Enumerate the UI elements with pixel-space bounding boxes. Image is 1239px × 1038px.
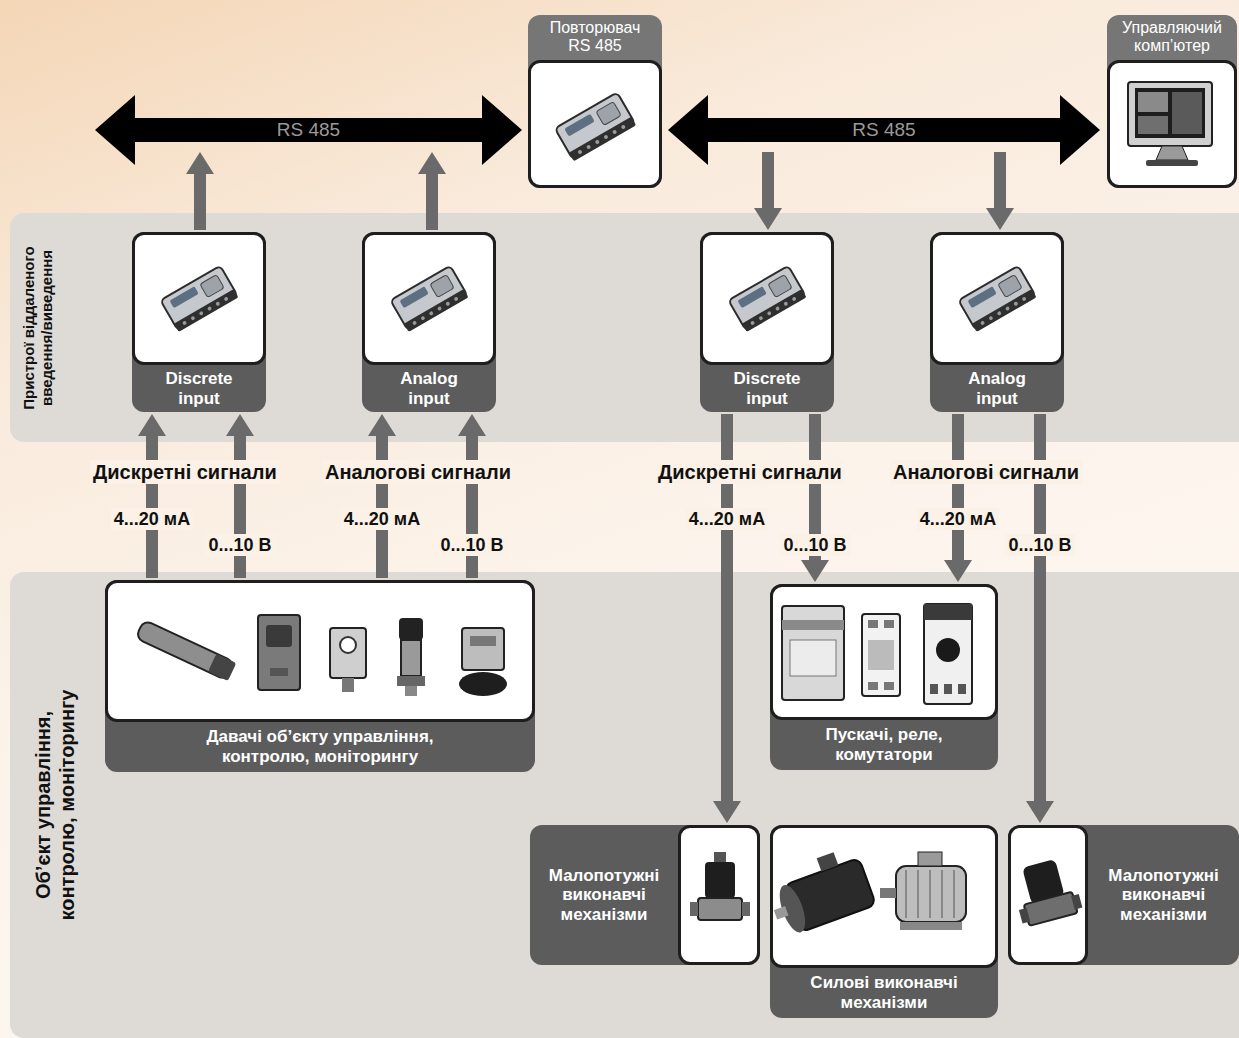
box-caption: Давачі об’єкту управління, контролю, мон… [170,722,470,772]
image-panel [770,825,998,968]
signal-range: 4...20 мА [686,508,768,530]
bus-label: RS 485 [277,119,340,141]
box-title: Управляючий комп’ютер [1107,15,1237,60]
box-caption: Малопотужні виконавчі механізми [1088,860,1239,931]
image-panel [1107,60,1237,188]
image-panel [105,580,535,722]
image-panel [770,584,998,720]
rs485-bus: RS 485 [95,95,522,165]
actuator-box: Малопотужні виконавчі механізми [1008,825,1239,965]
signal-range: 0...10 В [205,534,274,556]
signal-range: 4...20 мА [917,508,999,530]
io-module-box: Analog input [930,232,1064,412]
bus-label-area: RS 485 [668,95,1100,165]
band-title: Об’єкт управління, контролю, моніторингу [31,665,79,945]
box-caption: Analog input [362,365,496,412]
bus-arrow-body [95,95,522,165]
rs485-bus: RS 485 [668,95,1100,165]
band-title: Пристрої віддаленого введення/виведення [20,228,56,428]
bus-arrow-body [668,95,1100,165]
io-module-box: Discrete input [132,232,266,412]
signal-range: 0...10 В [780,534,849,556]
image-panel [132,232,266,365]
box-caption: Пускачі, реле, комутатори [789,720,979,770]
power-actuator-box: Силові виконавчі механізми [770,825,998,1018]
caption-area: Малопотужні виконавчі механізми [1088,825,1239,965]
actuator-box: Малопотужні виконавчі механізми [530,825,760,965]
box-caption: Малопотужні виконавчі механізми [530,860,678,931]
box-caption: Analog input [930,365,1064,412]
image-panel [528,60,662,188]
computer-box: Управляючий комп’ютер [1107,15,1237,188]
repeater-box: Повторювач RS 485 [528,15,662,188]
image-panel [930,232,1064,365]
signal-range: 4...20 мА [111,508,193,530]
box-title: Повторювач RS 485 [528,15,662,60]
signal-group: Аналогові сигнали [322,460,514,484]
bus-label: RS 485 [852,119,915,141]
box-caption: Discrete input [700,365,834,412]
image-panel [678,825,760,965]
signal-range: 0...10 В [437,534,506,556]
image-panel [700,232,834,365]
signal-group: Дискретні сигнали [655,460,845,484]
signal-group: Аналогові сигнали [890,460,1082,484]
io-module-box: Analog input [362,232,496,412]
box-caption: Силові виконавчі механізми [789,968,979,1018]
bus-label-area: RS 485 [95,95,522,165]
io-band: Пристрої віддаленого введення/виведенняD… [10,213,1239,442]
box-caption: Discrete input [132,365,266,412]
signal-range: 0...10 В [1005,534,1074,556]
image-panel [362,232,496,365]
caption-area: Малопотужні виконавчі механізми [530,825,678,965]
sensors-box: Давачі об’єкту управління, контролю, мон… [105,580,535,772]
object-band: Об’єкт управління, контролю, моніторингу… [10,572,1239,1038]
signal-group: Дискретні сигнали [90,460,280,484]
starters-box: Пускачі, реле, комутатори [770,584,998,770]
signal-range: 4...20 мА [341,508,423,530]
image-panel [1008,825,1088,965]
io-module-box: Discrete input [700,232,834,412]
